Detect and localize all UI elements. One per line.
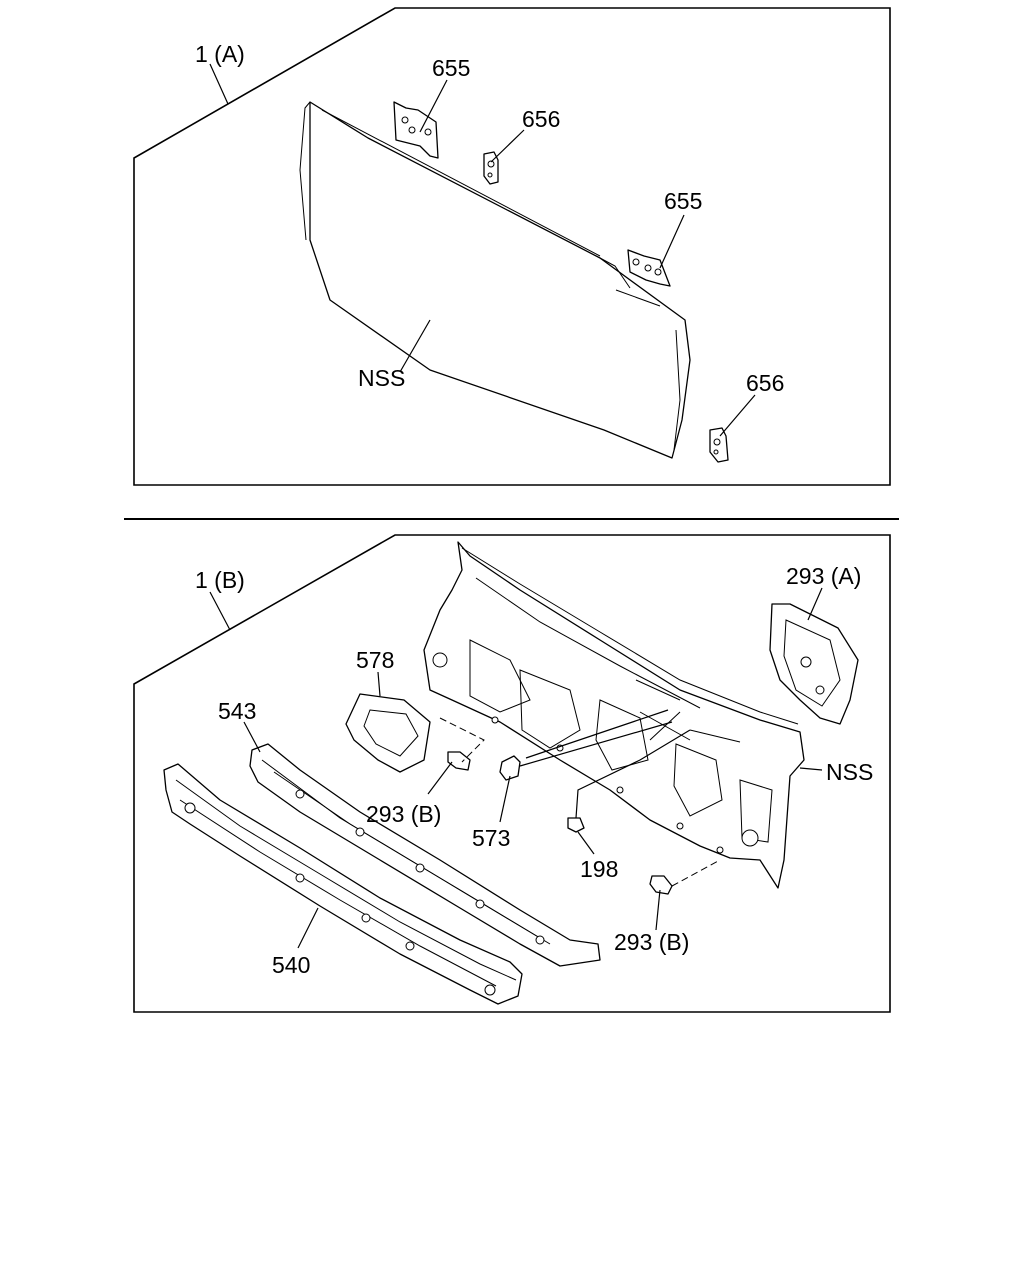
part-198 [567, 729, 691, 833]
clip-656-top [483, 151, 499, 185]
part-540 [163, 763, 523, 1005]
label-656-top: 656 [522, 106, 560, 132]
label-1b: 1 (B) [195, 567, 245, 593]
label-293b-right: 293 (B) [614, 929, 689, 955]
part-293b-right [649, 859, 721, 895]
nss-panel-a [299, 101, 691, 459]
nss-dash-panel [423, 541, 805, 889]
bracket-655-top [393, 101, 439, 159]
label-578: 578 [356, 647, 394, 673]
part-578 [345, 693, 431, 773]
label-293b-left: 293 (B) [366, 801, 441, 827]
label-293a: 293 (A) [786, 563, 861, 589]
panel-b: 1 (B) 293 (A) 578 543 293 (B) 573 198 NS… [133, 534, 891, 1013]
label-655-right: 655 [664, 188, 702, 214]
panel-a-frame [133, 7, 891, 486]
label-573: 573 [472, 825, 510, 851]
part-543 [249, 743, 601, 967]
part-293b-left [439, 717, 485, 771]
label-540: 540 [272, 952, 310, 978]
clip-656-bottom [709, 427, 729, 463]
label-nss-a: NSS [358, 365, 405, 391]
panel-a: 1 (A) 655 656 655 NSS 656 [133, 7, 891, 486]
label-543: 543 [218, 698, 256, 724]
label-1a: 1 (A) [195, 41, 245, 67]
panel-b-frame [133, 534, 891, 1013]
label-656-bottom: 656 [746, 370, 784, 396]
part-293a [769, 603, 859, 725]
bracket-655-right [627, 249, 671, 287]
label-198: 198 [580, 856, 618, 882]
part-573 [499, 755, 521, 781]
label-655-top: 655 [432, 55, 470, 81]
label-nss-b: NSS [826, 759, 873, 785]
